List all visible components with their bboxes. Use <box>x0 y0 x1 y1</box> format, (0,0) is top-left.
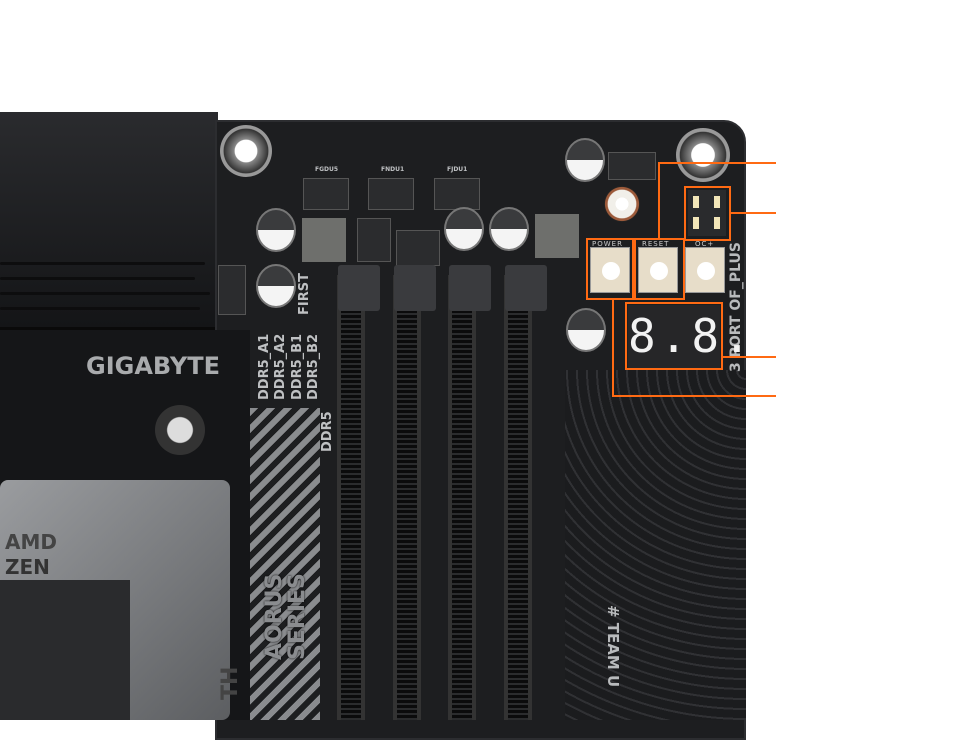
fan-chip <box>434 178 480 210</box>
dimm-slot-a2[interactable] <box>393 275 421 720</box>
dimm-slot-a1[interactable] <box>337 275 365 720</box>
fan-chip <box>368 178 414 210</box>
dimm-slot-b1[interactable] <box>448 275 476 720</box>
chipset-shroud <box>565 370 746 720</box>
callout-line <box>612 300 614 397</box>
buzzer <box>604 186 640 222</box>
dimm-latch[interactable] <box>449 265 491 311</box>
oc-label: OC+ <box>695 240 715 248</box>
capacitor <box>256 208 296 252</box>
vrm-heatsink <box>0 112 218 330</box>
callout-line <box>658 162 660 240</box>
mounting-hole <box>220 125 272 177</box>
dimm-label: DDR5_B1 <box>290 333 305 400</box>
dimm-latch[interactable] <box>505 265 547 311</box>
bottom-left-text: TH <box>218 666 243 700</box>
callout-line <box>612 395 776 397</box>
mounting-hole <box>676 128 730 182</box>
power-label: POWER <box>592 240 623 248</box>
oc-button[interactable] <box>685 247 725 293</box>
callout-box-debug-led <box>625 302 723 370</box>
callout-box-power <box>586 238 634 300</box>
capacitor <box>256 264 296 308</box>
debug-led-display: 8.8. <box>628 305 751 368</box>
reset-button[interactable] <box>638 247 678 293</box>
capacitor <box>444 207 484 251</box>
dimm-label: DDR5_A2 <box>273 333 288 400</box>
screw <box>155 405 205 455</box>
fan-header-label: FJDU1 <box>447 166 468 173</box>
capacitor <box>566 308 606 352</box>
callout-box-dip-switch <box>684 186 731 241</box>
cpu-mark: AMD <box>5 530 57 554</box>
dimm-latch[interactable] <box>338 265 380 311</box>
cpu-socket-inner <box>0 580 130 720</box>
fan-header-label: FGDU5 <box>315 166 339 173</box>
callout-line <box>723 356 776 358</box>
dip-switch[interactable] <box>688 190 726 236</box>
dimm-slot-b2[interactable] <box>504 275 532 720</box>
series-stripes <box>250 408 320 720</box>
chip <box>608 152 656 180</box>
fan-header-label: FNDU1 <box>381 166 405 173</box>
dimm-label: DDR5_A1 <box>257 333 272 400</box>
callout-line <box>731 212 776 214</box>
series-label: AORUS <box>262 573 287 660</box>
capacitor <box>565 138 605 182</box>
series-label: SERIES <box>285 573 310 660</box>
capacitor <box>489 207 529 251</box>
chip <box>218 265 246 315</box>
cpu-brand: ZEN <box>5 555 50 579</box>
callout-line <box>658 162 776 164</box>
reset-label: RESET <box>642 240 670 248</box>
team-label: # TEAM U <box>604 605 622 688</box>
dimm-label: DDR5_B2 <box>306 333 321 400</box>
inductor <box>302 218 346 262</box>
inductor <box>535 214 579 258</box>
chip <box>357 218 391 262</box>
ddr5-label: DDR5 <box>320 411 335 452</box>
fan-chip <box>303 178 349 210</box>
first-label: FIRST <box>297 273 312 315</box>
chip <box>396 230 440 266</box>
brand-logo: GIGABYTE <box>86 352 221 380</box>
dimm-latch[interactable] <box>394 265 436 311</box>
power-button[interactable] <box>590 247 630 293</box>
callout-box-reset <box>634 238 685 300</box>
